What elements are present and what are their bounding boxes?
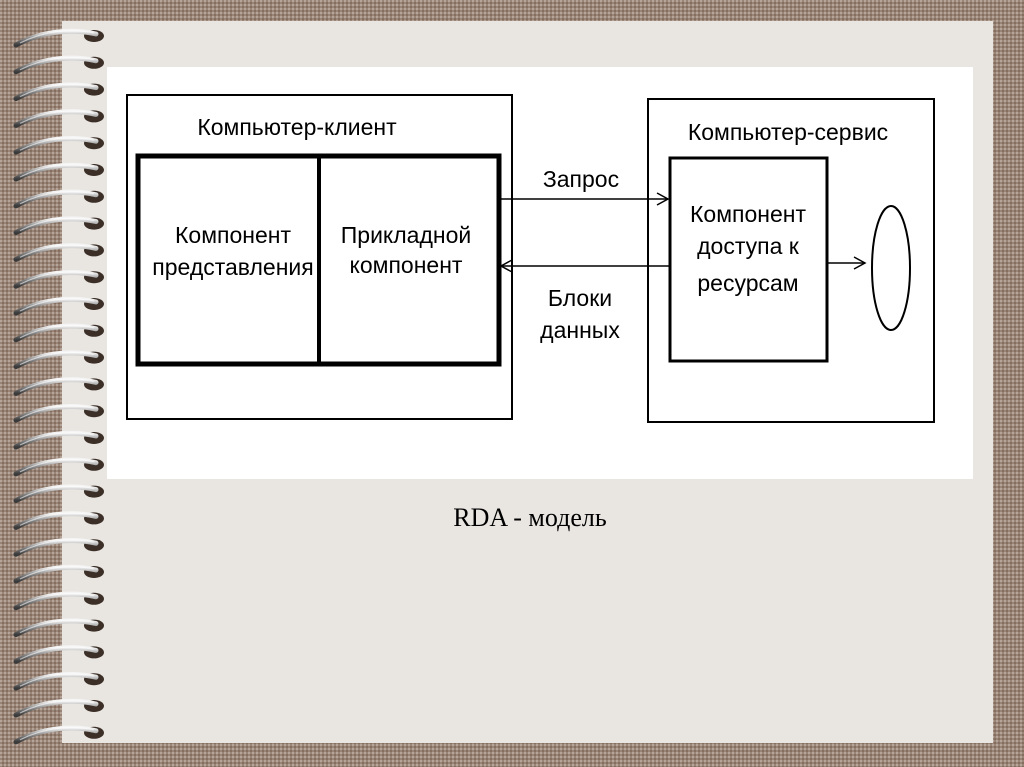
spiral-ring — [13, 457, 104, 477]
spiral-ring — [13, 618, 104, 638]
spiral-ring — [13, 403, 104, 423]
resource-ellipse — [871, 205, 911, 331]
spiral-ring — [13, 323, 104, 343]
data-blocks-label-line2: данных — [540, 317, 620, 343]
spiral-ring — [13, 725, 104, 745]
spiral-ring — [13, 537, 104, 557]
spiral-ring — [13, 698, 104, 718]
spiral-ring — [13, 591, 104, 611]
spiral-ring — [13, 82, 104, 102]
spiral-ring — [13, 269, 104, 289]
spiral-ring — [13, 135, 104, 155]
request-label: Запрос — [543, 166, 619, 192]
spiral-ring — [13, 645, 104, 664]
spiral-ring — [13, 377, 104, 396]
presentation-component-line2: представления — [152, 254, 313, 280]
spiral-ring — [13, 162, 104, 182]
data-blocks-label-line1: Блоки — [548, 285, 612, 311]
diagram-background — [107, 67, 973, 479]
spiral-ring — [13, 243, 104, 262]
spiral-ring — [13, 484, 104, 504]
application-component-line1: Прикладной — [341, 222, 471, 248]
spiral-ring — [13, 430, 104, 450]
spiral-ring — [13, 296, 104, 316]
spiral-ring — [13, 189, 104, 209]
server-computer-title: Компьютер-сервис — [688, 119, 888, 145]
spiral-ring — [13, 28, 104, 48]
spiral-ring — [13, 511, 104, 530]
client-computer-title: Компьютер-клиент — [197, 114, 397, 140]
presentation-component-line1: Компонент — [175, 222, 291, 248]
slide-caption: RDA - модель — [453, 503, 607, 532]
resource-access-line3: ресурсам — [697, 270, 798, 296]
spiral-ring — [13, 216, 104, 236]
resource-access-box — [668, 156, 829, 363]
slide-page — [62, 21, 993, 743]
client-computer-box — [126, 94, 513, 420]
resource-access-line1: Компонент — [690, 201, 806, 227]
spiral-binding — [13, 28, 104, 745]
server-computer-box — [647, 98, 935, 423]
spiral-ring — [13, 350, 104, 370]
resource-access-line2: доступа к — [697, 233, 800, 259]
application-component-line2: компонент — [350, 252, 463, 278]
spiral-ring — [13, 55, 104, 75]
spiral-ring — [13, 109, 104, 128]
spiral-ring — [13, 564, 104, 584]
spiral-ring — [13, 671, 104, 691]
